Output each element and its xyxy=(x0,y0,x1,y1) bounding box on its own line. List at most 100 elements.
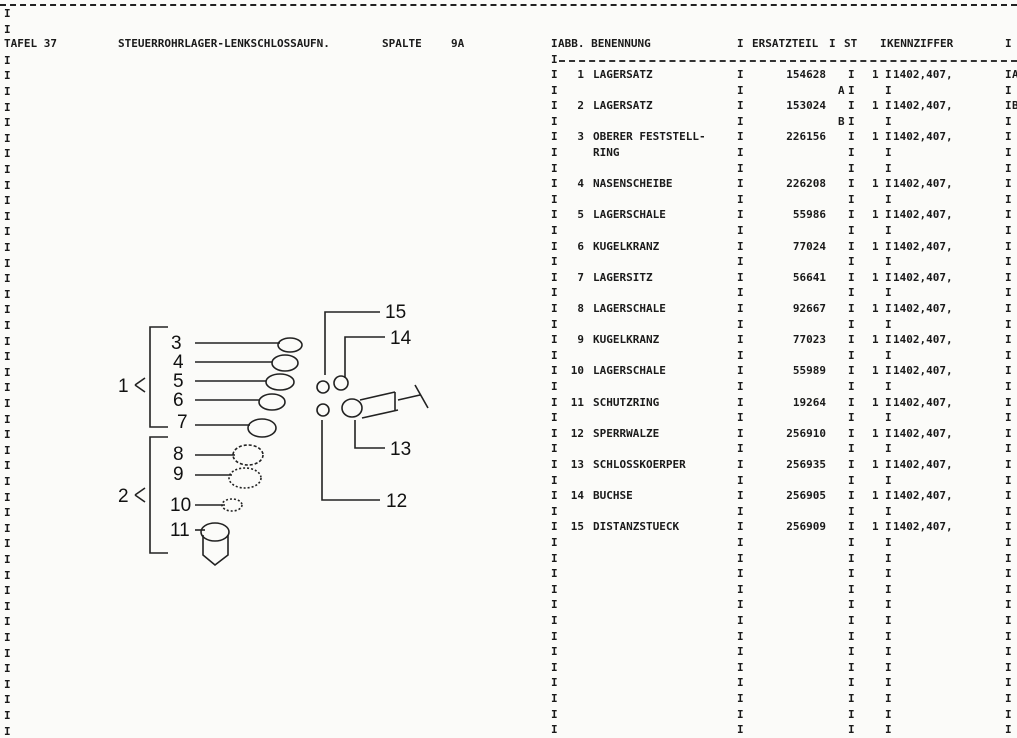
column-marker: I xyxy=(848,395,855,409)
row-ersatzteil: 256909 xyxy=(786,520,826,534)
row-abb: 15 xyxy=(570,520,584,534)
row-st: 1 xyxy=(872,364,879,378)
diagram-label-15: 15 xyxy=(385,302,406,323)
column-marker: I xyxy=(551,255,558,269)
column-marker: I xyxy=(885,224,892,237)
col-header-st: ST xyxy=(844,37,858,50)
column-marker: I xyxy=(1005,114,1012,128)
column-marker: I xyxy=(737,239,744,253)
column-marker: I xyxy=(885,473,892,487)
column-marker: I xyxy=(848,458,855,471)
row-st: 1 xyxy=(872,270,879,284)
row-kennziffer: 1402,407, xyxy=(893,458,953,471)
row-abb: 13 xyxy=(570,458,584,471)
column-marker: I xyxy=(885,692,892,705)
column-marker: I xyxy=(737,208,744,222)
column-marker: I xyxy=(551,629,558,643)
column-marker: I xyxy=(848,426,855,440)
row-st: 1 xyxy=(872,333,879,347)
page-title: STEUERROHRLAGER-LENKSCHLOSSAUFN. xyxy=(118,37,330,50)
column-marker: I xyxy=(551,208,558,222)
row-ersatzteil: 256910 xyxy=(786,426,826,440)
diagram-label-3: 3 xyxy=(171,333,182,354)
column-marker: I xyxy=(737,411,744,425)
margin-marker: I xyxy=(4,7,11,20)
margin-marker: I xyxy=(4,69,11,83)
part-10 xyxy=(221,498,243,512)
column-marker: I xyxy=(551,302,558,315)
column-marker: I xyxy=(737,68,744,81)
column-marker: I xyxy=(1005,130,1012,144)
row-kennziffer: 1402,407, xyxy=(893,333,953,347)
column-marker: I xyxy=(1005,208,1012,222)
column-marker: I xyxy=(1005,177,1012,191)
column-marker: I xyxy=(1005,692,1012,705)
row-abb: 3 xyxy=(577,130,584,144)
column-marker: I xyxy=(885,161,892,175)
col-header-last: I xyxy=(1005,37,1012,50)
header-rule-marker: I xyxy=(551,53,558,66)
column-marker: I xyxy=(551,489,558,503)
margin-marker: I xyxy=(4,459,11,473)
margin-marker: I xyxy=(4,475,11,488)
row-kennziffer: 1402,407, xyxy=(893,520,953,534)
margin-marker: I xyxy=(4,85,11,98)
row-kennziffer: 1402,407, xyxy=(893,130,953,144)
column-marker: I xyxy=(848,520,855,534)
column-marker: I xyxy=(551,146,558,159)
column-marker: I xyxy=(848,130,855,144)
row-abb: 7 xyxy=(577,270,584,284)
row-kennziffer: 1402,407, xyxy=(893,208,953,222)
column-marker: I xyxy=(737,520,744,534)
column-marker: I xyxy=(1005,614,1012,627)
margin-marker: I xyxy=(4,365,11,379)
margin-marker: I xyxy=(4,397,11,410)
column-marker: I xyxy=(737,598,744,612)
column-marker: I xyxy=(885,348,892,362)
part-7 xyxy=(247,418,277,438)
column-marker: I xyxy=(1005,348,1012,362)
margin-marker: I xyxy=(4,22,11,36)
column-marker: I xyxy=(848,286,855,300)
column-marker: I xyxy=(551,614,558,627)
part-11 xyxy=(200,522,230,542)
row-suffix: B xyxy=(838,114,845,128)
margin-marker: I xyxy=(4,163,11,176)
column-marker: I xyxy=(848,582,855,596)
part-14 xyxy=(333,375,349,391)
column-marker: I xyxy=(885,192,892,206)
row-st: 1 xyxy=(872,239,879,253)
tafel-label: TAFEL 37 xyxy=(4,37,57,50)
column-marker: I xyxy=(737,676,744,690)
col-header-ersatzteil: ERSATZTEIL xyxy=(752,37,819,50)
column-marker: I xyxy=(848,208,855,222)
column-marker: I xyxy=(551,317,558,331)
spalte-label: SPALTE xyxy=(382,37,422,50)
column-marker: I xyxy=(848,146,855,159)
column-marker: I xyxy=(737,614,744,627)
row-ersatzteil: 154628 xyxy=(786,68,826,81)
top-rule xyxy=(0,4,1017,6)
part-4 xyxy=(271,354,299,372)
column-marker: I xyxy=(885,551,892,565)
column-marker: I xyxy=(848,255,855,269)
row-kennziffer: 1402,407, xyxy=(893,99,953,113)
part-12 xyxy=(316,403,330,417)
margin-marker: I xyxy=(4,599,11,613)
part-3 xyxy=(277,337,303,353)
column-marker: I xyxy=(885,130,892,144)
row-ersatzteil: 226208 xyxy=(786,177,826,191)
column-marker: I xyxy=(1005,99,1012,113)
row-name: SPERRWALZE xyxy=(593,426,660,440)
column-marker: I xyxy=(885,629,892,643)
column-marker: I xyxy=(551,161,558,175)
column-marker: I xyxy=(1005,458,1012,471)
margin-marker: I xyxy=(4,116,11,130)
row-last-col: A xyxy=(1012,68,1017,81)
column-marker: I xyxy=(848,114,855,128)
column-marker: I xyxy=(848,333,855,347)
part-5 xyxy=(265,373,295,391)
column-marker: I xyxy=(1005,707,1012,721)
column-marker: I xyxy=(885,286,892,300)
column-marker: I xyxy=(551,130,558,144)
